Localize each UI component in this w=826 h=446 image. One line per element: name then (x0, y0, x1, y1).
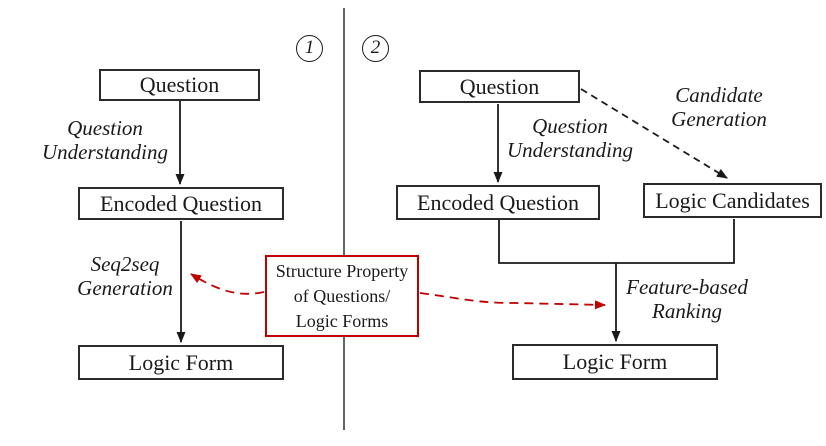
panel1-number-badge: 1 (296, 35, 323, 62)
p2-candidate-generation-label: Candidate Generation (671, 83, 767, 131)
panel2-number-badge: 2 (362, 35, 389, 62)
p2-feature-based-ranking-label: Feature-based Ranking (626, 275, 748, 323)
p2-logic-form-box: Logic Form (512, 344, 718, 380)
p2-logic-candidates-box: Logic Candidates (643, 183, 822, 218)
panel1-number: 1 (304, 37, 315, 58)
red-dashed-arrow-note-to-seq2seq (190, 273, 265, 295)
p2-encoded-question-box: Encoded Question (396, 185, 600, 220)
p1-seq2seq-generation-label: Seq2seq Generation (77, 252, 173, 300)
p2-question-box: Question (419, 70, 580, 103)
structure-property-note-box: Structure Property of Questions/ Logic F… (265, 255, 419, 337)
merge-connector-p2 (498, 219, 735, 264)
p1-question-box: Question (99, 69, 260, 101)
dashed-arrow-p2-question-to-candidates (580, 88, 728, 179)
p1-logic-form-box: Logic Form (78, 345, 284, 380)
panel2-number: 2 (370, 37, 381, 58)
p1-encoded-question-box: Encoded Question (78, 187, 284, 220)
red-dashed-arrow-note-to-ranking (419, 292, 606, 310)
p2-question-understanding-label: Question Understanding (507, 114, 633, 162)
p1-question-understanding-label: Question Understanding (42, 116, 168, 164)
